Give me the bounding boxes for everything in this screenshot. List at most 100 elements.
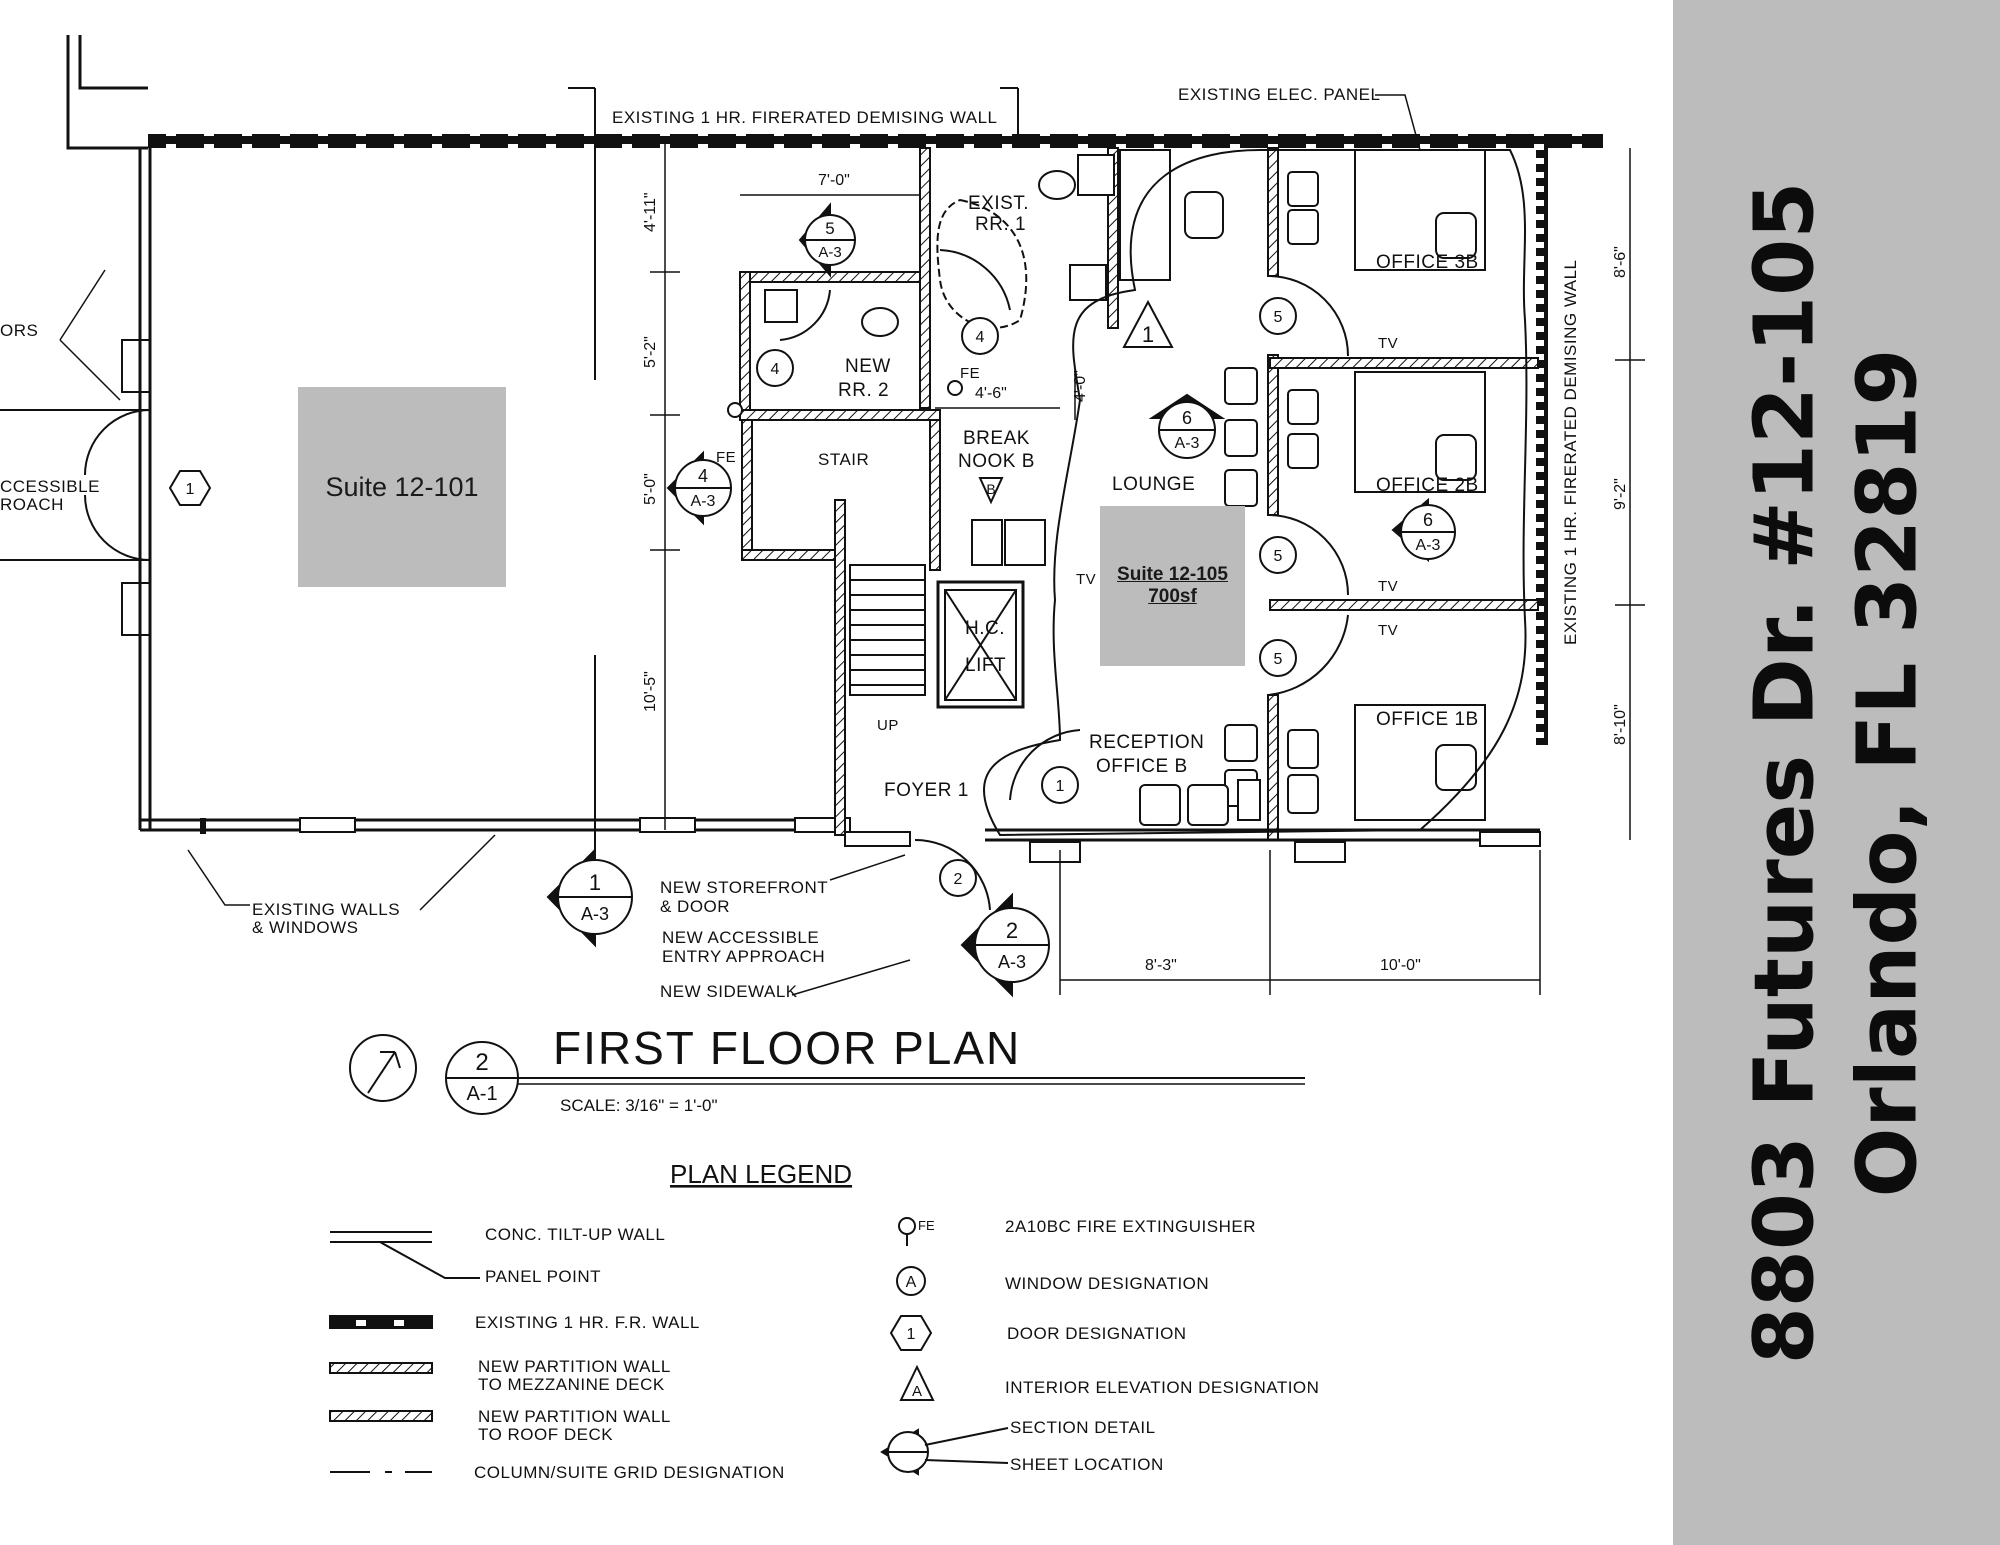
plan-scale: SCALE: 3/16" = 1'-0" (560, 1096, 718, 1115)
door-swings (779, 249, 1349, 911)
room-office-1b: OFFICE 1B (1376, 709, 1479, 730)
title-sheet: A-1 (466, 1083, 497, 1105)
plan-title: FIRST FLOOR PLAN (553, 1022, 1021, 1074)
elevation-marker-b-label: B (986, 481, 995, 497)
suite-12-101-badge: Suite 12-101 (298, 387, 506, 587)
floor-plan-drawing: 1 4 4 5 5 5 1 2 1 B (0, 35, 1645, 1482)
leader-lines (59, 94, 1421, 996)
room-break-nook: NOOK B (958, 451, 1035, 472)
label-fe: FE (960, 365, 980, 382)
dim-10-0: 10'-0" (1380, 957, 1421, 974)
stair-treads (849, 564, 926, 696)
room-lounge: LOUNGE (1112, 474, 1195, 495)
room-new-rr2: RR. 2 (838, 380, 889, 401)
label-up: UP (877, 717, 899, 734)
elevation-marker-b (978, 477, 1004, 505)
legend-symbols (329, 1217, 1009, 1476)
legend-title: PLAN LEGEND (670, 1159, 852, 1189)
dim-8-10: 8'-10" (1612, 704, 1629, 745)
label-fe: FE (716, 449, 736, 466)
label-tv: TV (1378, 578, 1398, 595)
legend-door-symbol: 1 (907, 1326, 916, 1343)
address-street: 8803 Futures Dr. #12-105 (1737, 181, 1832, 1364)
section-marker (798, 202, 856, 278)
section-num: 6 (1423, 510, 1433, 530)
dim-5-2: 5'-2" (642, 336, 659, 368)
legend-fe-symbol: FE (918, 1218, 935, 1233)
room-exist-rr1: RR. 1 (975, 214, 1026, 235)
dim-8-6: 8'-6" (1612, 246, 1629, 278)
room-exist-rr1: EXIST. (968, 193, 1029, 214)
note-existing-walls: & WINDOWS (252, 918, 359, 937)
suite-12-101-label: Suite 12-101 (325, 471, 479, 502)
note-storefront: NEW STOREFRONT (660, 878, 828, 897)
furniture (764, 149, 1486, 826)
door-tag (756, 349, 794, 387)
door-tags (168, 297, 1297, 897)
legend-roof-wall: NEW PARTITION WALL (478, 1407, 671, 1426)
legend-tilt-up: CONC. TILT-UP WALL (485, 1225, 665, 1244)
note-elec-panel: EXISTING ELEC. PANEL (1178, 85, 1380, 104)
legend-door: DOOR DESIGNATION (1007, 1324, 1187, 1343)
door-tag-label: 4 (771, 361, 780, 378)
legend-mezz-wall: NEW PARTITION WALL (478, 1357, 671, 1376)
legend-extinguisher: 2A10BC FIRE EXTINGUISHER (1005, 1217, 1256, 1236)
note-demising-right: EXISTING 1 HR. FIRERATED DEMISING WALL (1561, 260, 1580, 646)
room-reception: RECEPTION (1089, 732, 1204, 753)
dim-4-6: 4'-6" (975, 385, 1007, 402)
existing-walls-left (0, 35, 850, 832)
section-num: 6 (1182, 408, 1192, 428)
dim-4-11: 4'-11" (642, 192, 659, 232)
dim-5-0: 5'-0" (642, 473, 659, 505)
section-sheet: A-3 (998, 952, 1026, 972)
legend-window-symbol: A (906, 1274, 917, 1291)
section-marker (1391, 497, 1456, 563)
room-hc-lift: LIFT (965, 655, 1006, 676)
dim-8-3: 8'-3" (1145, 957, 1177, 974)
room-stair: STAIR (818, 450, 869, 469)
section-sheet: A-3 (818, 244, 841, 261)
section-sheet: A-3 (691, 493, 716, 510)
door-tag-label: 2 (954, 871, 963, 888)
legend-fr-wall: EXISTING 1 HR. F.R. WALL (475, 1313, 700, 1332)
revision-clouds (936, 149, 1528, 837)
label-tv: TV (1076, 571, 1096, 588)
address-block: 8803 Futures Dr. #12-105 Orlando, FL 328… (1734, 181, 1939, 1364)
room-office-3b: OFFICE 3B (1376, 252, 1479, 273)
legend-panel-point: PANEL POINT (485, 1267, 601, 1286)
door-tag-label: 1 (186, 481, 195, 498)
suite-12-105-label: Suite 12-105 (1117, 564, 1228, 585)
label-tv: TV (1378, 335, 1398, 352)
note-sidewalk: NEW SIDEWALK (660, 982, 798, 1001)
dim-9-2: 9'-2" (1612, 478, 1629, 510)
legend-roof-wall: TO ROOF DECK (478, 1425, 613, 1444)
note-entry-approach: ENTRY APPROACH (662, 947, 825, 966)
section-marker (546, 847, 633, 948)
note-demising-top: EXISTING 1 HR. FIRERATED DEMISING WALL (612, 108, 998, 127)
room-office-2b: OFFICE 2B (1376, 475, 1479, 496)
section-num: 1 (589, 870, 601, 895)
section-marker (666, 450, 732, 526)
section-marker (960, 892, 1050, 998)
legend-window: WINDOW DESIGNATION (1005, 1274, 1209, 1293)
note-storefront: & DOOR (660, 897, 730, 916)
note-doors-partial: ORS (0, 321, 38, 340)
dimension-lines (650, 140, 1645, 995)
section-markers (546, 202, 1456, 998)
section-num: 5 (825, 219, 834, 238)
door-tag (1259, 536, 1297, 574)
door-tag-label: 5 (1274, 309, 1283, 326)
room-reception: OFFICE B (1096, 756, 1188, 777)
door-tag-label: 1 (1056, 778, 1065, 795)
fr-demising-wall-top (148, 134, 1603, 148)
section-num: 2 (1006, 918, 1018, 943)
note-existing-walls: EXISTING WALLS (252, 900, 400, 919)
legend-section: SECTION DETAIL (1010, 1418, 1156, 1437)
section-sheet: A-3 (1416, 537, 1441, 554)
door-tag (1041, 766, 1079, 804)
suite-12-105-area: 700sf (1148, 586, 1197, 607)
dim-10-5: 10'-5" (642, 671, 659, 712)
door-tag (939, 859, 977, 897)
elevation-marker-label: 1 (1142, 322, 1154, 347)
door-tag (1259, 639, 1297, 677)
